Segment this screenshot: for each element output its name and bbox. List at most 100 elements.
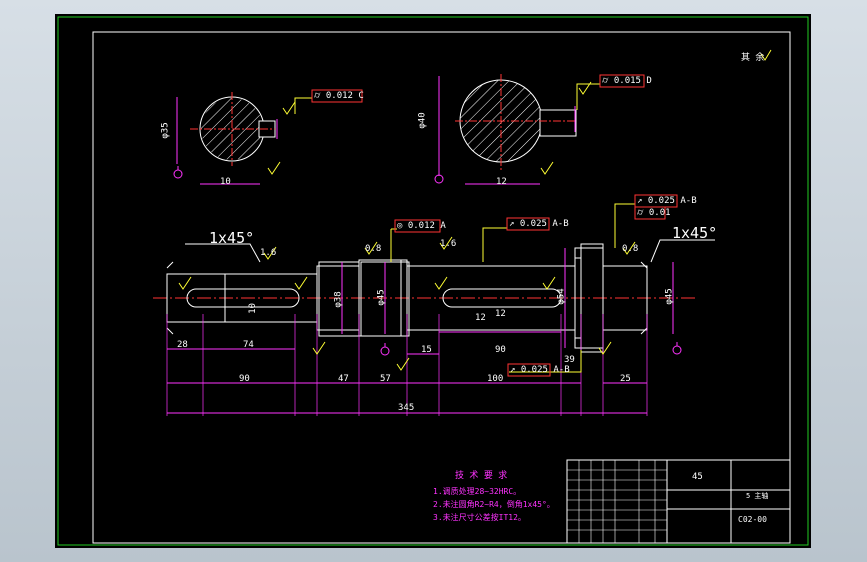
tolerance-symbol: ↗ bbox=[510, 365, 516, 375]
tolerance-value: 0.025 bbox=[519, 219, 547, 229]
tolerance-frame-runout-right: ↗ 0.025 A-B bbox=[637, 197, 697, 206]
dim-15: 15 bbox=[421, 345, 432, 355]
tolerance-datum: A-B bbox=[680, 196, 697, 206]
roughness-symbol bbox=[578, 81, 592, 95]
dim-57: 57 bbox=[380, 374, 391, 384]
tolerance-frame-runout-top: ↗ 0.025 A-B bbox=[509, 220, 569, 229]
tolerance-datum: A-B bbox=[552, 219, 569, 229]
tolerance-value: 0.012 bbox=[407, 221, 435, 231]
tolerance-symbol: ↗ bbox=[509, 219, 515, 229]
tolerance-symbol: ⌭ bbox=[637, 208, 644, 218]
chamfer-line bbox=[166, 261, 174, 269]
shaft-collar bbox=[574, 247, 604, 349]
dim-25: 25 bbox=[620, 374, 631, 384]
tolerance-value: 0.025 bbox=[520, 365, 548, 375]
dim-47: 47 bbox=[338, 374, 349, 384]
chamfer-leader-left bbox=[185, 243, 261, 263]
roughness-symbol bbox=[282, 101, 296, 115]
tolerance-value: 0.025 bbox=[647, 196, 675, 206]
notes-title: 技 术 要 求 bbox=[455, 471, 508, 481]
dim-74: 74 bbox=[243, 340, 254, 350]
shaft-drawing bbox=[57, 16, 809, 546]
tolerance-symbol: ⌭ bbox=[602, 76, 609, 86]
roughness-symbol bbox=[542, 276, 556, 290]
roughness-symbol bbox=[598, 341, 612, 355]
tolerance-frame-box bbox=[394, 219, 441, 233]
dim-phi45: φ45 bbox=[376, 289, 387, 306]
tolerance-symbol: ◎ bbox=[397, 221, 403, 231]
tolerance-frame-box bbox=[599, 74, 645, 88]
roughness-symbol bbox=[434, 276, 448, 290]
dim-12b: 12 bbox=[495, 309, 506, 319]
tolerance-frame-box bbox=[311, 89, 363, 103]
chamfer-line bbox=[640, 327, 648, 335]
tolerance-leader bbox=[294, 97, 312, 114]
title-block bbox=[566, 459, 791, 544]
tolerance-datum: A-B bbox=[553, 365, 570, 375]
tolerance-value: 0.015 bbox=[613, 76, 641, 86]
title-block-material: 45 bbox=[692, 472, 703, 482]
tolerance-datum: D bbox=[646, 76, 652, 86]
dim-phi40: φ40 bbox=[417, 112, 428, 129]
chamfer-leader-right bbox=[650, 239, 715, 263]
datum-symbol bbox=[672, 345, 682, 355]
dim-phi54: φ54 bbox=[556, 288, 567, 305]
notes-line-2: 2.未注圆角R2~R4，倒角1x45°。 bbox=[433, 500, 555, 509]
shaft-shoulder bbox=[318, 261, 360, 337]
keyway-left bbox=[186, 288, 300, 308]
inner-border bbox=[92, 31, 791, 544]
dim-39: 39 bbox=[564, 355, 575, 365]
title-block-drawing-no: C02-00 bbox=[738, 515, 767, 524]
keyway-right bbox=[442, 288, 562, 308]
roughness-symbol bbox=[364, 241, 378, 255]
section-dim-10: 10 bbox=[220, 177, 231, 187]
tolerance-frame-runout-bottom: ↗ 0.025 A-B bbox=[510, 366, 570, 375]
dim-100: 100 bbox=[487, 374, 504, 384]
roughness-symbol bbox=[294, 276, 308, 290]
tolerance-datum: C bbox=[358, 91, 364, 101]
chamfer-line bbox=[166, 327, 174, 335]
roughness-symbol bbox=[267, 161, 281, 175]
outer-border bbox=[57, 16, 809, 546]
roughness-symbol bbox=[540, 161, 554, 175]
tolerance-frame-d: ⌭ 0.015 D bbox=[602, 77, 652, 86]
general-roughness-symbol bbox=[760, 49, 772, 61]
roughness-label: 0.8 bbox=[622, 244, 639, 254]
roughness-label: 0.8 bbox=[365, 244, 382, 254]
roughness-symbol bbox=[622, 241, 636, 255]
tolerance-leader bbox=[509, 350, 582, 373]
roughness-label: 1.6 bbox=[440, 239, 457, 249]
tolerance-frame-a: ◎ 0.012 A bbox=[397, 222, 446, 231]
tolerance-leader bbox=[614, 203, 635, 248]
roughness-symbol bbox=[439, 236, 453, 250]
roughness-symbol bbox=[263, 246, 277, 260]
dim-12: 12 bbox=[475, 313, 486, 323]
tolerance-frame-box bbox=[506, 217, 550, 231]
general-roughness-label: 其 余 bbox=[741, 53, 765, 63]
tolerance-frame-c: ⌭ 0.012 C bbox=[314, 92, 364, 101]
tolerance-leader bbox=[576, 83, 600, 110]
chamfer-left-label: 1x45° bbox=[209, 229, 255, 247]
datum-symbol bbox=[173, 169, 183, 179]
chamfer-right-label: 1x45° bbox=[672, 224, 718, 242]
tolerance-value: 0.012 bbox=[325, 91, 353, 101]
drawing-canvas: 其 余 ⌭ 0.012 C ⌭ 0.015 D ◎ 0.012 A ↗ 0.02… bbox=[55, 14, 811, 548]
tolerance-symbol: ⌭ bbox=[314, 91, 321, 101]
notes-line-1: 1.调质处理28~32HRC。 bbox=[433, 487, 522, 496]
title-block-part-name: 5 主轴 bbox=[746, 492, 769, 500]
section-dim-12: 12 bbox=[496, 177, 507, 187]
roughness-symbol bbox=[178, 276, 192, 290]
datum-symbol bbox=[434, 174, 444, 184]
dim-345: 345 bbox=[398, 403, 415, 413]
dim-10: 10 bbox=[247, 303, 258, 314]
chamfer-line bbox=[640, 261, 648, 269]
dim-90b: 90 bbox=[495, 345, 506, 355]
tolerance-value: 0.01 bbox=[648, 208, 671, 218]
roughness-symbol bbox=[396, 357, 410, 371]
tolerance-frame-box bbox=[507, 363, 551, 377]
tolerance-frame-cylindricity: ⌭ 0.01 bbox=[637, 209, 671, 218]
dim-phi38: φ38 bbox=[333, 291, 344, 308]
dim-28: 28 bbox=[177, 340, 188, 350]
dim-phi35: φ35 bbox=[160, 122, 171, 139]
tolerance-leader bbox=[482, 227, 507, 262]
